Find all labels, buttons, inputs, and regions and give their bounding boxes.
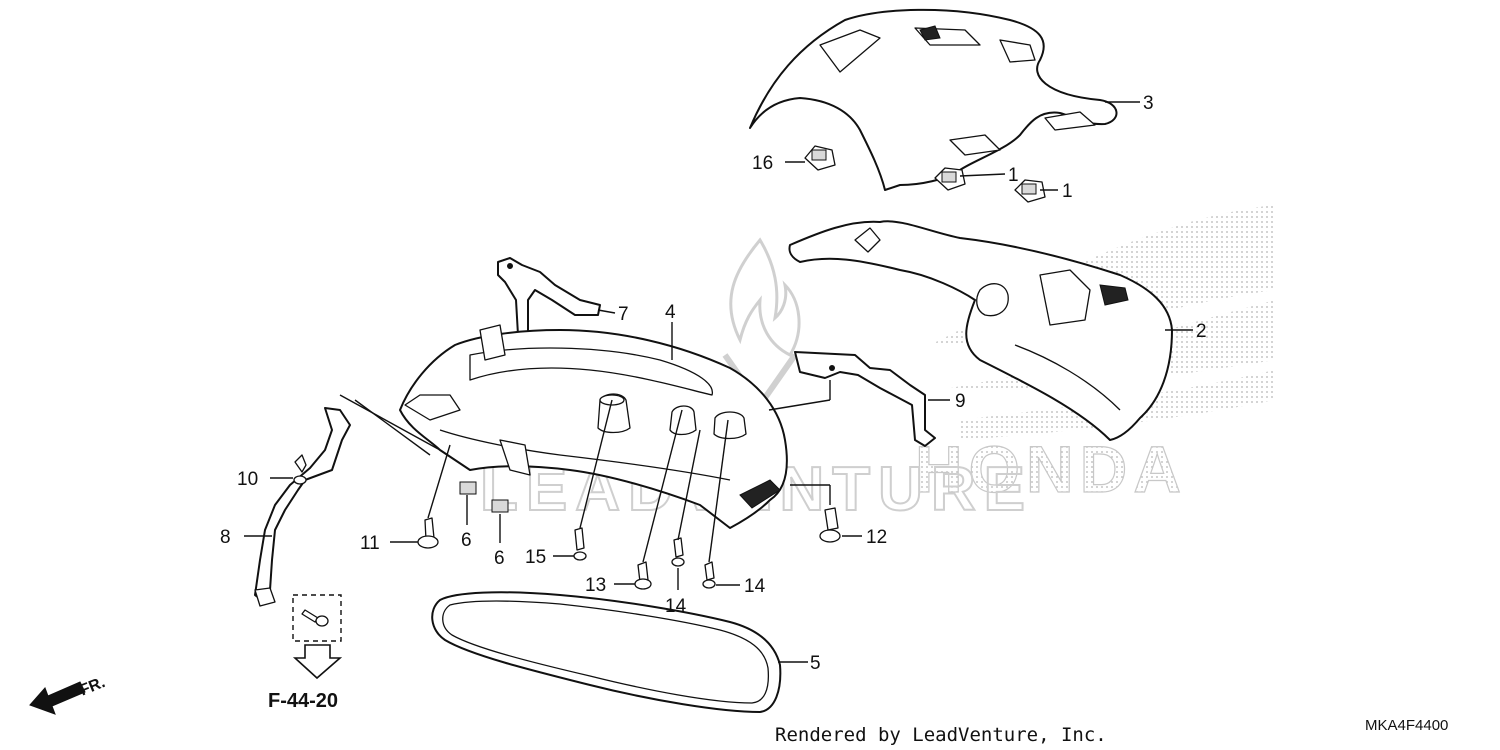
front-arrow-icon — [29, 681, 86, 715]
screw-part-14a — [671, 537, 685, 567]
clip-part-6a — [459, 481, 477, 495]
nut-part-1b — [1014, 179, 1046, 203]
callout-7: 7 — [618, 304, 629, 325]
callout-2: 2 — [1196, 321, 1207, 342]
reference-code: F-44-20 — [268, 690, 338, 712]
callout-14b: 14 — [744, 576, 766, 597]
callout-8: 8 — [220, 527, 231, 548]
bolt-part-12 — [819, 507, 841, 543]
credit-text: Rendered by LeadVenture, Inc. — [775, 724, 1107, 746]
screw-part-14b — [702, 561, 716, 589]
callout-5: 5 — [810, 653, 821, 674]
upper-cover-part — [749, 8, 1118, 191]
nut-part-1a — [934, 167, 966, 191]
callout-4: 4 — [665, 302, 676, 323]
callout-labels: 1 1 2 3 4 5 6 6 7 8 9 10 11 12 13 14 14 … — [220, 93, 1207, 674]
callout-14a: 14 — [665, 596, 687, 617]
callout-6b: 6 — [494, 548, 505, 569]
screw-part-15 — [573, 527, 587, 561]
stay-part-8 — [254, 407, 351, 607]
honda-watermark-text: HONDA — [915, 432, 1187, 506]
callout-13: 13 — [585, 575, 606, 596]
lower-panel-part — [788, 220, 1173, 441]
bracket-part-9 — [794, 351, 936, 447]
front-label: FR. — [77, 674, 107, 699]
bolt-part-11 — [417, 517, 439, 549]
callout-1a: 1 — [1008, 165, 1019, 186]
nut-part-16 — [804, 145, 836, 171]
callout-10: 10 — [237, 469, 258, 490]
callout-1b: 1 — [1062, 181, 1073, 202]
callout-16: 16 — [752, 153, 773, 174]
callout-6a: 6 — [461, 530, 472, 551]
clip-part-6b — [491, 499, 509, 513]
gasket-part-5 — [431, 591, 782, 713]
leader-lines — [244, 101, 1193, 663]
diagram-id: MKA4F4400 — [1365, 717, 1448, 734]
callout-11: 11 — [360, 533, 380, 554]
callout-12: 12 — [866, 527, 887, 548]
callout-3: 3 — [1143, 93, 1154, 114]
reference-screw-box — [292, 594, 342, 642]
callout-15: 15 — [525, 547, 546, 568]
callout-9: 9 — [955, 391, 966, 412]
reference-arrow-icon — [292, 644, 343, 680]
bolt-part-13 — [634, 561, 652, 590]
screw-part-10 — [293, 454, 307, 485]
bracket-part-7 — [497, 257, 601, 336]
